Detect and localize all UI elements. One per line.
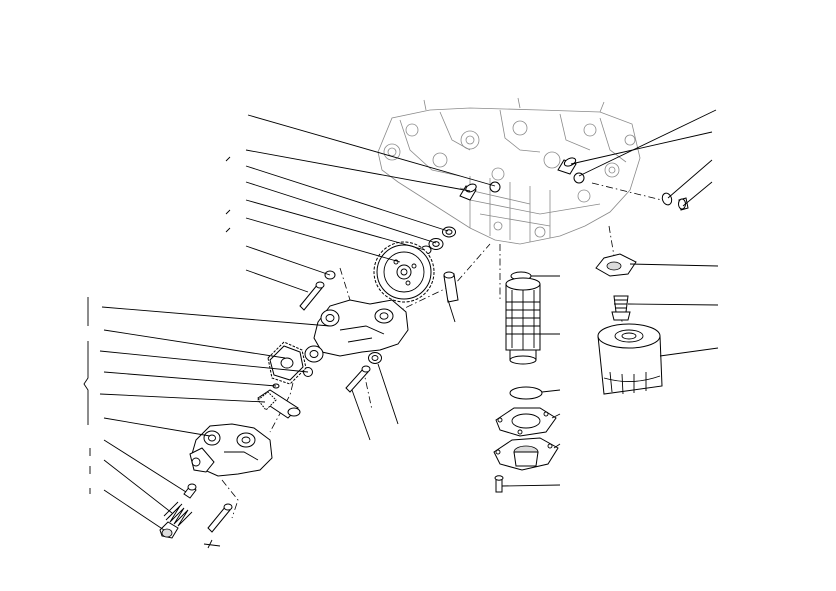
pump-shaft [257,389,301,419]
relief-valve-spring [163,501,193,527]
pump-bush [443,271,459,303]
sump-cover [493,437,559,471]
callout-leaders-right [501,109,719,487]
oil-strainer [505,277,541,365]
pressure-switch-plug [678,197,689,211]
pump-inner-rotor [267,341,307,385]
pump-shaft-washer-outer [442,226,456,238]
relief-valve-plug [159,521,179,539]
crankcase-dowel-right [557,157,577,175]
pump-body-washer [368,352,382,364]
strainer-o-ring [509,386,543,400]
pump-body-upper [304,299,409,363]
callout-leaders-left [99,114,496,531]
oil-filter-cartridge [597,323,663,395]
filter-nipple [611,295,631,321]
pump-lower-bolt [207,503,233,533]
pump-body-bolt [345,365,371,393]
filter-adapter-plate [595,253,637,277]
crankcase-dowel-left [459,183,477,201]
pump-drive-gear [373,241,435,303]
crankcase-outline [377,97,641,245]
crankcase-o-ring-right [573,172,585,184]
relief-valve-plunger [183,483,197,499]
pump-shaft-washer-inner [428,238,444,250]
pump-upper-bolt [299,270,336,311]
pressure-switch-washer [661,192,673,206]
crankcase-o-ring-left [489,181,501,193]
sump-cover-gasket [495,407,557,437]
callout-group-bracket-main [83,341,89,425]
sump-cover-screw [494,475,504,493]
pump-body-lower [189,423,273,477]
edge-ticks [89,156,231,549]
